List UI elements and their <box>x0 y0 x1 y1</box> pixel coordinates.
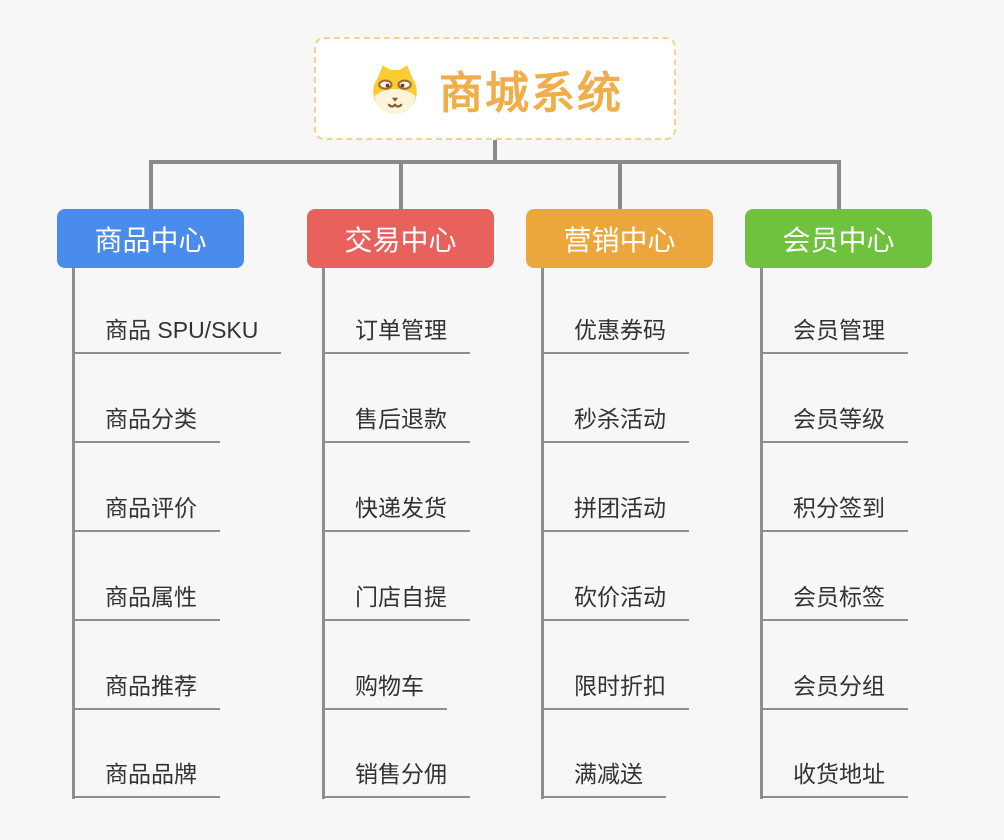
subtopic[interactable]: 拼团活动 <box>542 489 689 532</box>
connector-column-line-1 <box>72 268 75 799</box>
subtopic[interactable]: 销售分佣 <box>323 755 470 798</box>
subtopic[interactable]: 砍价活动 <box>542 578 689 621</box>
branch-column-member: 会员管理 会员等级 积分签到 会员标签 会员分组 收货地址 <box>760 268 908 800</box>
subtopic[interactable]: 订单管理 <box>323 311 470 354</box>
root-topic-label: 商城系统 <box>439 68 623 118</box>
subtopic[interactable]: 满减送 <box>542 755 666 798</box>
subtopic[interactable]: 积分签到 <box>761 489 908 532</box>
subtopic[interactable]: 商品分类 <box>73 400 220 443</box>
subtopic[interactable]: 会员分组 <box>761 667 908 710</box>
branch-node-marketing[interactable]: 营销中心 <box>526 209 713 268</box>
subtopic[interactable]: 商品品牌 <box>73 755 220 798</box>
dog-face-icon <box>367 62 423 116</box>
connector-root-stem <box>493 139 497 164</box>
branch-node-trade[interactable]: 交易中心 <box>307 209 494 268</box>
subtopic[interactable]: 售后退款 <box>323 400 470 443</box>
subtopic[interactable]: 商品 SPU/SKU <box>73 311 282 354</box>
branch-node-product[interactable]: 商品中心 <box>57 209 244 268</box>
connector-column-line-2 <box>322 268 325 799</box>
root-topic[interactable]: 商城系统 <box>314 37 676 140</box>
subtopic[interactable]: 会员等级 <box>761 400 908 443</box>
connector-branch-stem-3 <box>618 160 622 211</box>
subtopic[interactable]: 商品评价 <box>73 489 220 532</box>
connector-branch-stem-1 <box>149 160 153 211</box>
branch-column-product: 商品 SPU/SKU 商品分类 商品评价 商品属性 商品推荐 商品品牌 <box>72 268 282 800</box>
subtopic[interactable]: 优惠券码 <box>542 311 689 354</box>
subtopic[interactable]: 商品属性 <box>73 578 220 621</box>
subtopic[interactable]: 秒杀活动 <box>542 400 689 443</box>
subtopic[interactable]: 限时折扣 <box>542 667 689 710</box>
subtopic[interactable]: 会员标签 <box>761 578 908 621</box>
subtopic[interactable]: 购物车 <box>323 667 447 710</box>
branch-column-marketing: 优惠券码 秒杀活动 拼团活动 砍价活动 限时折扣 满减送 <box>541 268 689 800</box>
connector-column-line-4 <box>760 268 763 799</box>
connector-trunk <box>149 160 840 164</box>
branch-column-trade: 订单管理 售后退款 快递发货 门店自提 购物车 销售分佣 <box>322 268 470 800</box>
connector-branch-stem-4 <box>837 160 841 211</box>
branch-node-member[interactable]: 会员中心 <box>745 209 932 268</box>
subtopic[interactable]: 门店自提 <box>323 578 470 621</box>
subtopic[interactable]: 收货地址 <box>761 755 908 798</box>
subtopic[interactable]: 快递发货 <box>323 489 470 532</box>
subtopic[interactable]: 会员管理 <box>761 311 908 354</box>
subtopic[interactable]: 商品推荐 <box>73 667 220 710</box>
connector-column-line-3 <box>541 268 544 799</box>
connector-branch-stem-2 <box>399 160 403 211</box>
